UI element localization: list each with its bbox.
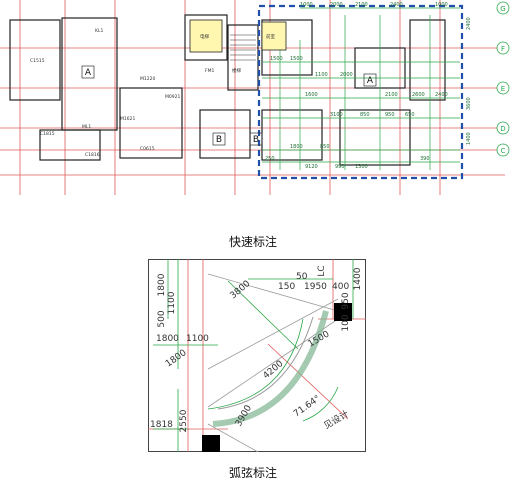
dim-text: 2400 [435,92,448,98]
room-tag: C1815 [40,131,55,137]
dim-left-top: 1800 [157,273,167,296]
grid-label-d: D [500,125,505,133]
right-dim: 2400 [466,17,472,30]
room-tag: KL1 [95,28,103,34]
room-tag: C1515 [30,58,45,64]
dim-text: 1600 [305,92,318,98]
dim-text: 1000 [300,2,313,8]
room-tag: 楼梯 [232,67,241,74]
detail-dim-lines [153,259,354,452]
dim-text: 2600 [412,92,425,98]
room-tag: M1621 [120,116,135,122]
dim-left-mid-b: 1100 [167,291,177,314]
dim-text: 2100 [355,2,368,8]
room-tag: C1816 [85,152,100,158]
dim-text: 1500 [270,56,283,62]
dim-text: 950 [385,112,395,118]
room-letter-b-right: B [253,135,259,145]
room-tag: 电梯 [200,33,209,40]
dim-text: 1500 [290,56,303,62]
selection-window [257,4,464,180]
dim-text: 1800 [290,144,303,150]
dim-text: 990 [335,164,345,170]
dim-text: 2000 [330,2,343,8]
dim-row-1100: 1100 [186,334,209,344]
dim-top-50: 50 [296,272,308,282]
dim-right-100: 100 [341,314,351,331]
dim-text: 850 [320,144,330,150]
angle-arc [302,386,339,422]
arc-wall-inner [217,316,314,410]
right-dim: 3600 [466,97,472,110]
dimension-chains [262,7,460,170]
arc-wall [212,310,329,427]
dim-text: 250 [265,156,275,162]
dim-left-mid-a: 500 [157,310,167,327]
dim-text: 650 [405,112,415,118]
elevator-room [189,19,223,53]
room-tag: ML1 [82,124,91,130]
dim-text: 390 [420,156,430,162]
dim-right-1400: 1400 [353,267,363,290]
dim-text: 2000 [340,72,353,78]
room-letter-a-right: A [367,76,374,86]
room-tag: C0615 [140,146,155,152]
dim-text: 9120 [305,164,318,170]
dim-text: 1300 [355,164,368,170]
right-dim: 1400 [466,132,472,145]
grid-label-e: E [501,85,505,93]
dim-bottom-left-1818: 1818 [150,420,173,430]
dim-text: 1000 [435,2,448,8]
lobby-room [261,21,287,51]
dim-top-400: 400 [332,282,349,292]
column-top-right [334,303,352,321]
column-bottom-left [202,435,220,452]
arc-chord-dimension-detail: 1800 500 1100 3800 1800 1100 1800 50 150… [148,259,366,452]
room-tag: M1220 [140,76,155,82]
grid-bubbles [496,1,510,157]
room-tag: 前室 [266,33,275,40]
detail-frame [148,259,366,452]
dim-text: 2400 [390,2,403,8]
floor-plan-quick-dimension: G F E D C A A B B ML1 KL1 C1815 C1816 M1… [0,0,510,195]
stair [230,34,256,61]
grid-label-f: F [501,45,505,53]
dim-top-150: 150 [278,282,295,292]
caption-arc-chord-dimension: 弧弦标注 [229,466,278,480]
room-letter-a-left: A [85,68,92,78]
dim-text: 2100 [385,92,398,98]
label-lc: LC [317,265,327,276]
caption-quick-dimension: 快速标注 [229,235,278,249]
red-grid-lines [0,0,505,195]
grid-label-g: G [500,5,505,13]
room-letter-b-left: B [216,135,222,145]
dim-right-950: 950 [341,292,351,309]
room-tag: FM1 [205,68,214,74]
grid-label-c: C [501,147,506,155]
dim-text: 3100 [330,112,343,118]
dim-top-1950: 1950 [304,282,327,292]
room-tag: M0921 [165,94,180,100]
dim-text: 1100 [315,72,328,78]
dim-bottom-left-2550: 2550 [179,409,189,432]
dim-text: 850 [360,112,370,118]
dim-row-1800: 1800 [156,334,179,344]
